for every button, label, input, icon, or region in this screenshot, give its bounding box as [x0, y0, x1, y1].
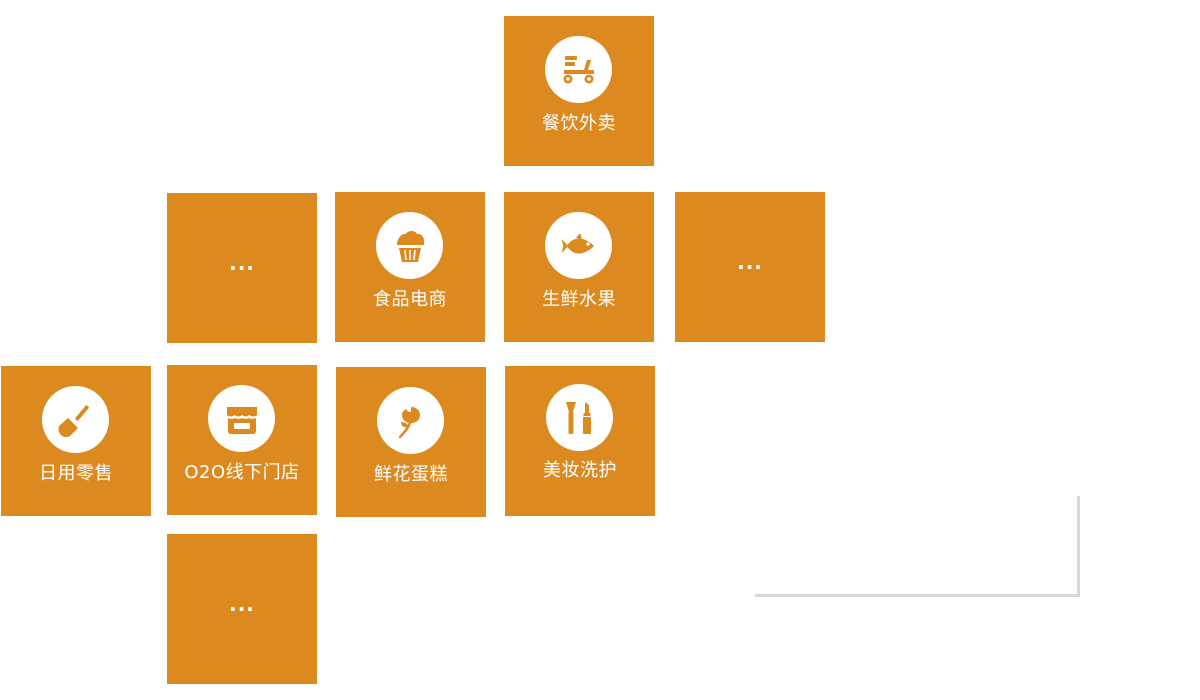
tile-o2o-store[interactable]: O2O线下门店 — [167, 365, 317, 515]
cupcake-icon — [376, 212, 443, 279]
tile-label: 日用零售 — [39, 463, 113, 484]
more-dots: ... — [229, 592, 255, 616]
tile-label: 美妆洗护 — [543, 460, 617, 481]
tile-label: 生鲜水果 — [542, 289, 616, 310]
decorative-bracket-line — [755, 496, 1080, 597]
tile-more-top-left[interactable]: ... — [167, 193, 317, 343]
tile-more-top-right[interactable]: ... — [675, 192, 825, 342]
fish-icon — [545, 212, 612, 279]
tile-more-bottom[interactable]: ... — [167, 534, 317, 684]
rose-icon — [377, 387, 444, 454]
tile-daily-retail[interactable]: 日用零售 — [1, 366, 151, 516]
tile-label: 餐饮外卖 — [542, 113, 616, 134]
tile-label: 食品电商 — [373, 289, 447, 310]
broom-icon — [42, 386, 109, 453]
storefront-icon — [208, 385, 275, 452]
more-dots: ... — [737, 250, 763, 274]
tile-fresh-fruit[interactable]: 生鲜水果 — [504, 192, 654, 342]
tile-beauty-care[interactable]: 美妆洗护 — [505, 366, 655, 516]
lipstick-icon — [546, 384, 613, 451]
tile-label: O2O线下门店 — [184, 462, 300, 483]
tile-food-ecommerce[interactable]: 食品电商 — [335, 192, 485, 342]
more-dots: ... — [229, 251, 255, 275]
scooter-icon — [545, 36, 612, 103]
tile-food-delivery[interactable]: 餐饮外卖 — [504, 16, 654, 166]
tile-flower-cake[interactable]: 鲜花蛋糕 — [336, 367, 486, 517]
tile-label: 鲜花蛋糕 — [374, 464, 448, 485]
